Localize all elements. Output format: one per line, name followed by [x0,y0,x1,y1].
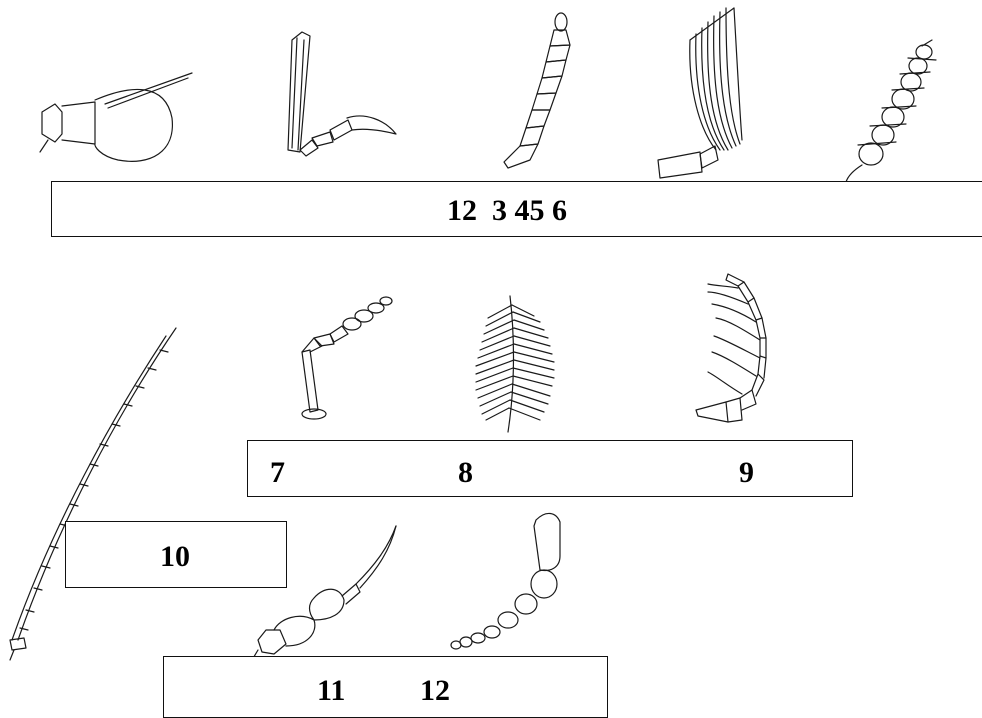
label-7: 7 [270,458,285,488]
plumose-antenna-icon [476,296,554,432]
serrate-antenna-icon [504,13,570,168]
geniculate-antenna-icon [288,32,396,156]
label-box-11-12 [163,656,608,718]
label-box-7-8-9 [247,440,853,497]
filiform-antenna-icon [10,328,176,660]
label-row1: 12 3 45 6 [447,196,567,226]
clavate-antenna-icon [451,513,560,649]
label-11: 11 [317,676,345,706]
label-9: 9 [739,458,754,488]
label-8: 8 [458,458,473,488]
aristate-antenna-icon [40,73,192,161]
lamellate-antenna-icon [658,8,742,178]
verticillate-antenna-icon [846,40,936,182]
elbowed-antenna-icon [302,297,392,419]
label-12: 12 [420,676,450,706]
label-10: 10 [160,542,190,572]
pectinate-antenna-icon [696,274,766,422]
